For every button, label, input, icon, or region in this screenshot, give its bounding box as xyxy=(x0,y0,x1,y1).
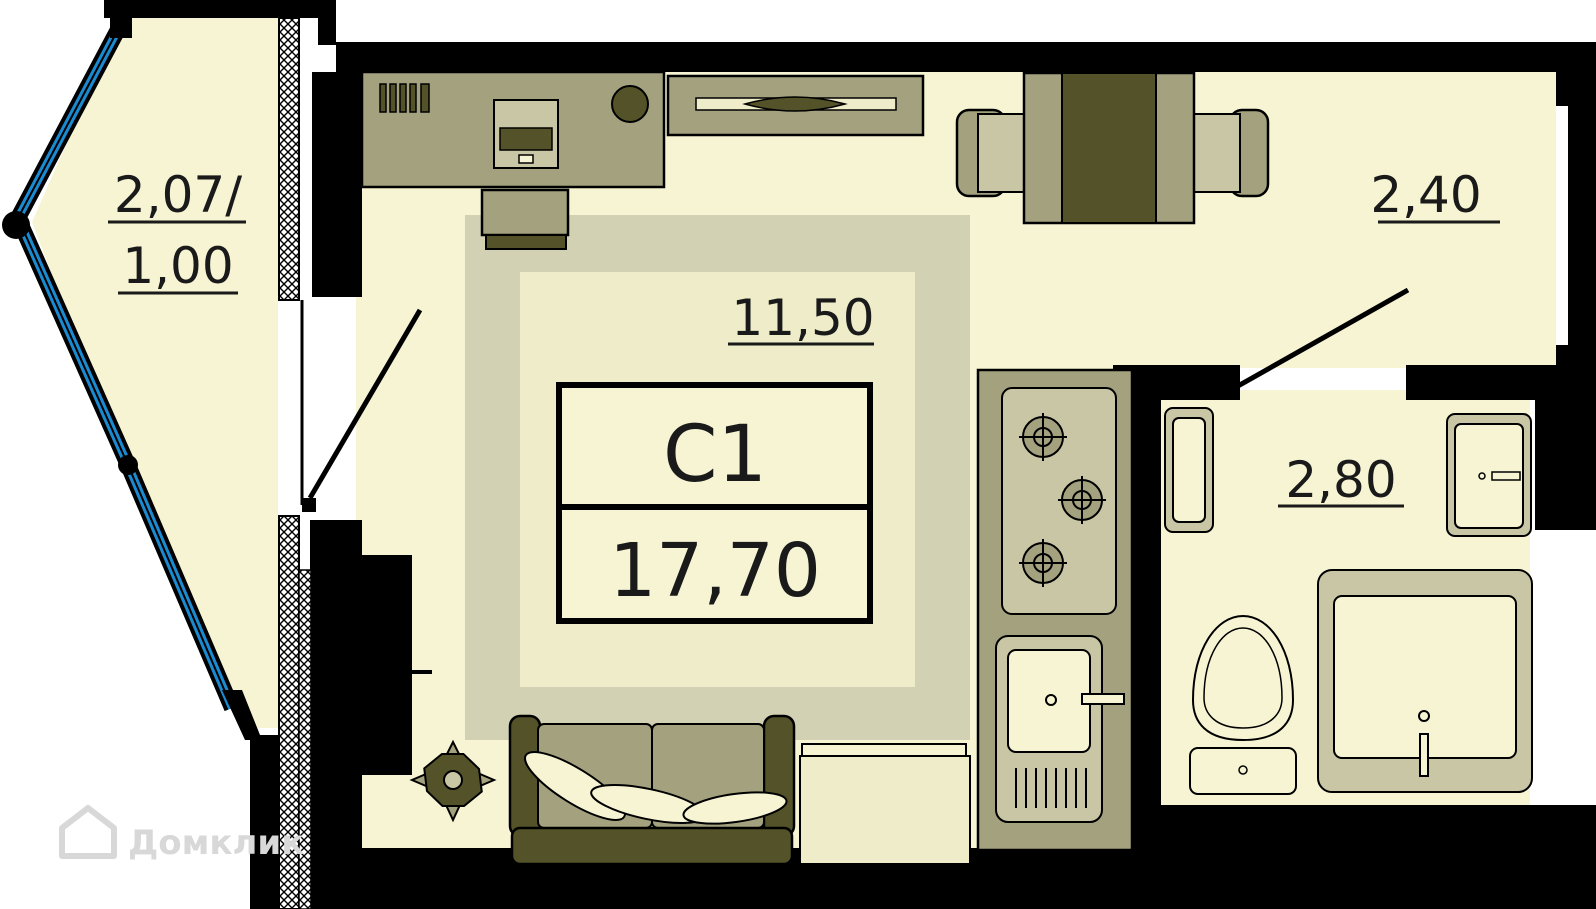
apartment-badge: C1 17,70 xyxy=(556,382,873,624)
wall-shelf xyxy=(666,74,925,137)
bathroom-area: 2,80 xyxy=(1285,451,1396,509)
hallway-area: 2,40 xyxy=(1370,166,1481,224)
walls xyxy=(104,0,1596,909)
washing-machine-icon xyxy=(1164,407,1214,533)
balcony-window xyxy=(2,16,262,740)
watermark: Домклик xyxy=(59,805,304,863)
apartment-type: C1 xyxy=(663,410,767,500)
balcony-area-line2: 1,00 xyxy=(122,237,233,295)
dining-set xyxy=(955,71,1270,225)
desk xyxy=(360,70,666,189)
entry-door-leaf xyxy=(1236,287,1410,389)
desk-lamp-icon xyxy=(611,85,649,123)
desk-chair xyxy=(480,188,570,250)
entry-door-hinge xyxy=(1226,378,1240,392)
bathroom-sink-icon xyxy=(1446,413,1532,537)
kitchen-counter xyxy=(976,368,1134,852)
watermark-text: Домклик xyxy=(128,823,304,863)
balcony-floor xyxy=(32,18,278,728)
laptop-icon xyxy=(493,99,559,169)
stove-icon xyxy=(1001,387,1117,615)
toilet-icon xyxy=(1189,614,1297,795)
living-area: 11,50 xyxy=(731,289,874,347)
balcony-area-line1: 2,07/ xyxy=(114,166,242,224)
door-hinge xyxy=(302,498,316,512)
house-logo-icon xyxy=(59,805,117,859)
sofa xyxy=(508,714,796,866)
kitchen-sink-icon xyxy=(995,635,1125,823)
total-area: 17,70 xyxy=(609,528,821,614)
side-table xyxy=(799,743,971,865)
wall-hatch-lower-2 xyxy=(298,569,312,909)
plant-icon xyxy=(409,739,497,823)
books-icon xyxy=(379,83,430,113)
shower-tray-icon xyxy=(1317,569,1533,793)
wall-hatch-upper xyxy=(278,17,300,301)
balcony-door-leaf xyxy=(307,308,423,500)
